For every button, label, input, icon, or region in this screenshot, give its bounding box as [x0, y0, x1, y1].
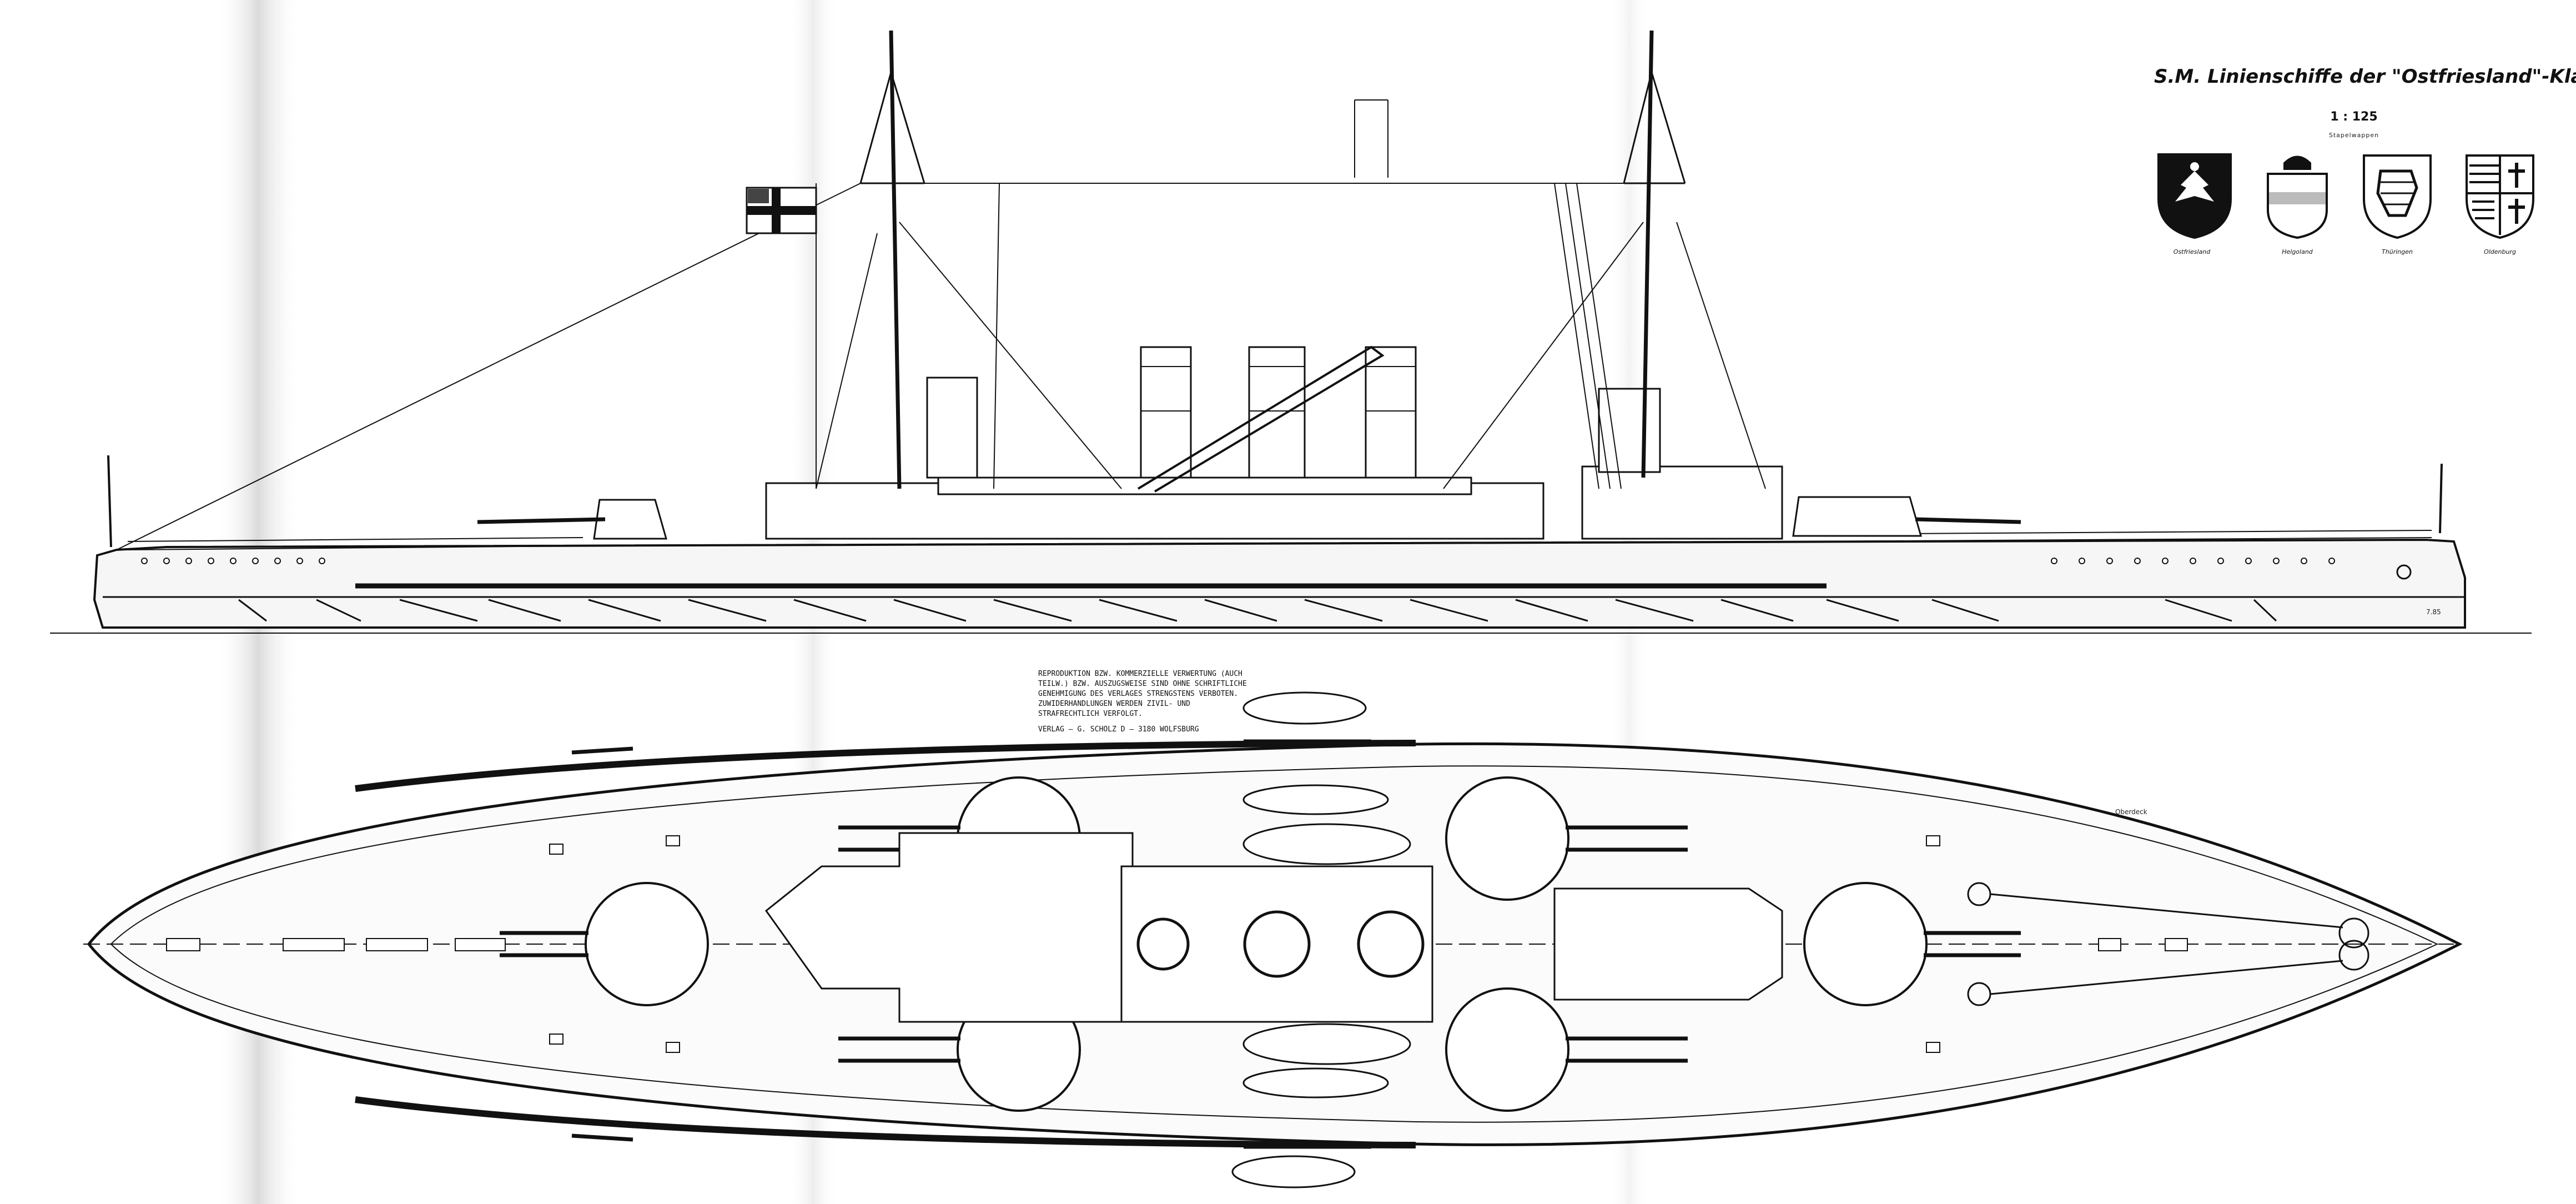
funnel-plan	[1136, 917, 1190, 971]
crest-label: Ostfriesland	[2173, 248, 2211, 255]
side-elevation	[50, 30, 2532, 634]
boat-crane	[1137, 345, 1385, 493]
helgoland-crest-icon	[2267, 155, 2328, 239]
funnel-plan	[1243, 910, 1311, 978]
drawing-scale: 1 : 125	[2330, 110, 2378, 124]
deck-fittings	[166, 835, 2188, 1053]
crest-label: Oldenburg	[2484, 248, 2516, 255]
funnel	[1248, 346, 1306, 479]
funnel-plan	[1357, 910, 1425, 978]
gun-barrels	[500, 825, 2021, 1063]
publisher-line: Verlag – G. Scholz D – 3180 Wolfsburg	[1038, 725, 1199, 734]
turret-y	[1803, 882, 1928, 1006]
aft-superstructure-plan	[1553, 887, 1783, 1001]
deck-mark: Oberdeck	[2115, 808, 2147, 816]
crest-label: Thüringen	[2382, 248, 2413, 255]
crest-header: Stapelwappen	[2328, 132, 2379, 139]
turret-port-2	[1445, 776, 1569, 901]
fore-mast	[889, 30, 902, 489]
ensign-flag	[746, 187, 817, 234]
torpedo-net-booms	[238, 599, 2277, 622]
fore-bridge	[926, 377, 978, 479]
portholes	[141, 558, 2335, 564]
main-mast	[1641, 30, 1654, 478]
turret-a	[585, 882, 709, 1006]
deck-border	[355, 1096, 1416, 1148]
boats-plan	[1231, 691, 1411, 1188]
oldenburg-crest-icon	[2466, 154, 2534, 239]
crest-oldenburg: Oldenburg	[2461, 149, 2539, 255]
turret-stbd-2	[1445, 987, 1569, 1112]
anchor-windlass	[1967, 882, 2369, 1006]
funnel	[1365, 346, 1417, 479]
turret-side	[1792, 496, 1922, 537]
copyright-note: Reproduktion bzw. kommerzielle Verwertun…	[1038, 669, 1249, 735]
deck-edge	[110, 765, 2439, 1123]
deck-border	[355, 740, 1416, 792]
rigging-stays	[116, 99, 1766, 550]
main-mast-rigging	[1623, 72, 1686, 184]
ensign-staff	[2439, 463, 2443, 534]
turret-side	[593, 499, 667, 540]
crest-row: Ostfriesland Helgoland Thüringen Ol	[2153, 149, 2553, 277]
title-block: S.M. Linienschiffe der "Ostfriesland"-Kl…	[2154, 66, 2576, 139]
ostfriesland-crest-icon	[2157, 153, 2232, 239]
jackstaff	[107, 455, 112, 548]
plan-view	[83, 691, 2463, 1188]
anchor-icon	[2396, 564, 2412, 580]
crest-helgoland: Helgoland	[2258, 149, 2336, 255]
crest-ostfriesland: Ostfriesland	[2153, 149, 2232, 255]
crest-label: Helgoland	[2282, 248, 2313, 255]
crest-thueringen: Thüringen	[2358, 149, 2436, 255]
boat-deck	[937, 476, 1472, 495]
thueringen-crest-icon	[2363, 154, 2432, 239]
drawing-title: S.M. Linienschiffe der "Ostfriesland"-Kl…	[2154, 66, 2576, 88]
aft-superstructure	[1581, 465, 1783, 540]
copyright-text: Reproduktion bzw. kommerzielle Verwertun…	[1038, 670, 1247, 718]
draft-mark: 7.85	[2426, 608, 2441, 616]
funnel	[1140, 346, 1192, 479]
side-booms-plan	[571, 739, 1371, 1149]
